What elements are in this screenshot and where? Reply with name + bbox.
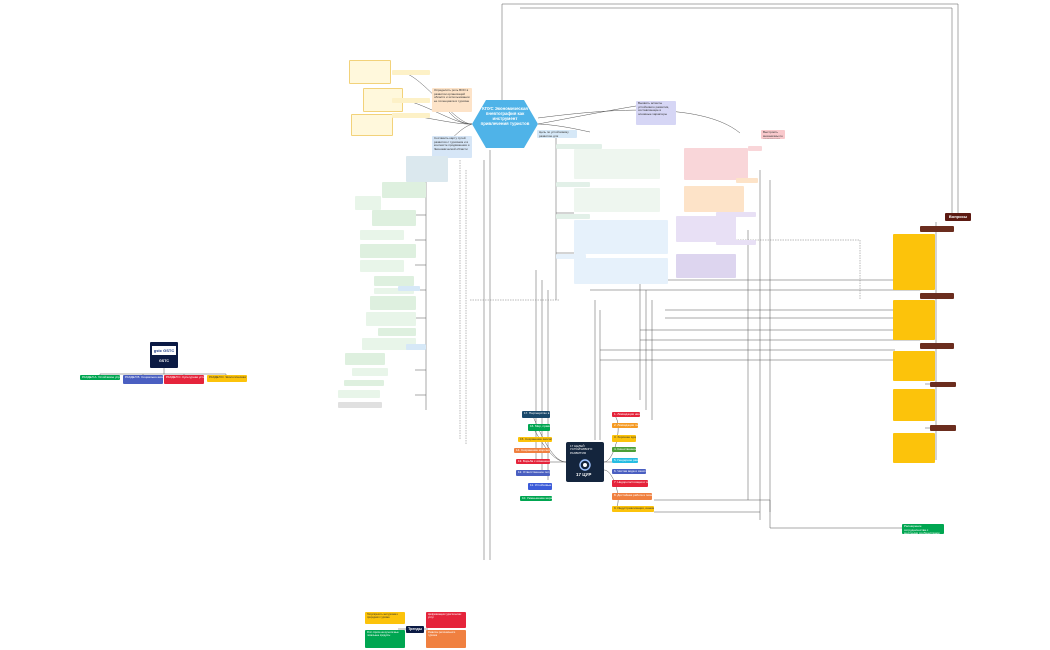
sdg-8[interactable]: 8. Достойная работа и экономический рост: [612, 493, 652, 500]
question-block-2[interactable]: [893, 300, 935, 340]
note-yellow-label-2[interactable]: [392, 98, 430, 103]
gstc-logo: gstc GSTC: [152, 346, 176, 355]
mid-block-4[interactable]: [574, 258, 668, 284]
question-header-1[interactable]: [920, 226, 954, 232]
gstc-section-c[interactable]: РАЗДЕЛ С. Культурная устойчивость: [164, 375, 204, 384]
sdg-9[interactable]: 9. Индустриализация, инновации и инфраст…: [612, 506, 654, 512]
gstc-section-b[interactable]: РАЗДЕЛ В. Социально-экономическая устойч…: [123, 375, 163, 384]
left-green-1a[interactable]: [355, 196, 381, 210]
gstc-node[interactable]: gstc GSTC GSTC: [150, 342, 178, 368]
sdg-15[interactable]: 15. Сохранение экосистем суши: [518, 437, 552, 442]
sdg-7[interactable]: 7. Недорогостоящая и чистая энергия: [612, 480, 648, 487]
right-orange-1[interactable]: [684, 186, 744, 212]
sdg-wheel-icon: [579, 459, 591, 471]
mid-label-4[interactable]: [556, 254, 586, 259]
left-green-1[interactable]: [382, 182, 426, 198]
mid-label-2[interactable]: [556, 182, 590, 187]
node-role-voo[interactable]: Определить роль ВОО в развитии организац…: [432, 88, 472, 112]
trend-item-1[interactable]: Популярность экотуризма и природного тур…: [365, 612, 405, 624]
sdg-12[interactable]: 12. Ответственное потребление и производ…: [516, 470, 550, 476]
question-block-5[interactable]: [893, 433, 935, 463]
left-blue-18[interactable]: [398, 286, 420, 291]
note-yellow-3[interactable]: [351, 114, 393, 136]
left-green-9[interactable]: [366, 312, 416, 326]
mid-label-3[interactable]: [556, 214, 590, 219]
note-yellow-label-3[interactable]: [392, 113, 430, 118]
right-orange-label-1[interactable]: [736, 178, 758, 183]
sdg-hub-title: 17 ЦЕЛЕЙ УСТОЙЧИВОГО РАЗВИТИЯ: [570, 444, 593, 455]
sdg-hub-badge: 17 ЦУР: [576, 472, 592, 477]
node-map-paths[interactable]: Составить карту путей развития с туризмо…: [432, 136, 472, 158]
questions-node[interactable]: Вопросы: [945, 213, 971, 221]
sdg-3[interactable]: 3. Хорошее здоровье и благополучие: [612, 435, 636, 442]
bottom-right-note[interactable]: Расширение сотрудничества с местными соо…: [902, 524, 944, 534]
question-block-1[interactable]: [893, 234, 935, 290]
left-green-3[interactable]: [360, 230, 404, 240]
node-aspects[interactable]: Выявить аспекты устойчивого развития, со…: [636, 101, 676, 125]
gstc-section-a[interactable]: РАЗДЕЛ А. Устойчивое управление: [80, 375, 120, 380]
mid-block-3[interactable]: [574, 220, 668, 254]
note-yellow-1[interactable]: [349, 60, 391, 84]
sdg-5[interactable]: 5. Гендерное равенство: [612, 458, 638, 463]
gstc-section-d[interactable]: РАЗДЕЛ D. Экологическая устойчивость: [207, 375, 247, 382]
left-green-15[interactable]: [338, 390, 380, 398]
right-lav-label-1[interactable]: [716, 212, 756, 217]
question-block-4[interactable]: [893, 389, 935, 421]
question-header-4[interactable]: [930, 382, 956, 387]
question-header-3[interactable]: [920, 343, 954, 349]
left-green-14[interactable]: [344, 380, 384, 386]
trend-item-2[interactable]: Рост спроса на аутентичные локальные про…: [365, 630, 405, 648]
node-mechanisms[interactable]: Выстроить механизмы по достижению ЦУР: [761, 130, 785, 139]
question-block-3[interactable]: [893, 351, 935, 381]
sdg-10[interactable]: 10. Уменьшение неравенства: [520, 496, 552, 501]
central-hexagon-shape: [472, 100, 538, 148]
left-green-10[interactable]: [378, 328, 416, 336]
right-lav-label-2[interactable]: [716, 240, 756, 245]
left-green-11[interactable]: [362, 338, 416, 350]
left-green-5[interactable]: [360, 260, 404, 272]
mid-block-2[interactable]: [574, 188, 660, 212]
node-goals[interactable]: Цель по устойчивому развитию для коопера…: [537, 130, 577, 138]
sdg-1[interactable]: 1. Ликвидация нищеты: [612, 412, 640, 417]
left-green-13[interactable]: [352, 368, 388, 376]
mid-block-1[interactable]: [574, 149, 660, 179]
right-pink-label-1[interactable]: [748, 146, 762, 151]
right-lav-1[interactable]: [676, 216, 736, 242]
trend-item-3[interactable]: Цифровизация туристических услуг: [426, 612, 466, 628]
right-pink-1[interactable]: [684, 148, 748, 180]
left-green-2[interactable]: [372, 210, 416, 226]
left-green-8[interactable]: [370, 296, 416, 310]
sdg-6[interactable]: 6. Чистая вода и санитария: [612, 469, 646, 474]
sdg-13[interactable]: 13. Борьба с изменением климата: [516, 459, 550, 464]
left-blue-17[interactable]: [406, 344, 426, 350]
sdg-2[interactable]: 2. Ликвидация голода: [612, 423, 638, 428]
left-green-4[interactable]: [360, 244, 416, 258]
question-header-2[interactable]: [920, 293, 954, 299]
mid-label-1[interactable]: [556, 144, 602, 149]
question-header-5[interactable]: [930, 425, 956, 431]
left-green-7[interactable]: [374, 288, 414, 294]
sdg-hub[interactable]: 17 ЦЕЛЕЙ УСТОЙЧИВОГО РАЗВИТИЯ 17 ЦУР: [566, 442, 604, 482]
node-measures[interactable]: [406, 156, 448, 182]
sdg-16[interactable]: 16. Мир, правосудие и эффективные инстит…: [528, 424, 550, 431]
sdg-14[interactable]: 14. Сохранение морских экосистем: [514, 448, 550, 453]
sdg-11[interactable]: 11. Устойчивые города и населенные пункт…: [528, 483, 552, 490]
left-green-6[interactable]: [374, 276, 414, 286]
right-lav-2[interactable]: [676, 254, 736, 278]
sdg-17[interactable]: 17. Партнерство в интересах устойчивого …: [522, 411, 550, 418]
left-green-12[interactable]: [345, 353, 385, 365]
sdg-4[interactable]: 4. Качественное образование: [612, 447, 636, 452]
trend-item-4[interactable]: Развитие регионального туризма: [426, 630, 466, 648]
trends-node[interactable]: Тренды: [406, 626, 424, 633]
note-yellow-label-1[interactable]: [392, 70, 430, 75]
central-topic[interactable]: КПУС Экономическая пневтография как инст…: [472, 100, 538, 148]
left-grey-16[interactable]: [338, 402, 382, 408]
gstc-label: GSTC: [159, 359, 169, 363]
central-topic-title: КПУС Экономическая пневтография как инст…: [480, 106, 530, 126]
